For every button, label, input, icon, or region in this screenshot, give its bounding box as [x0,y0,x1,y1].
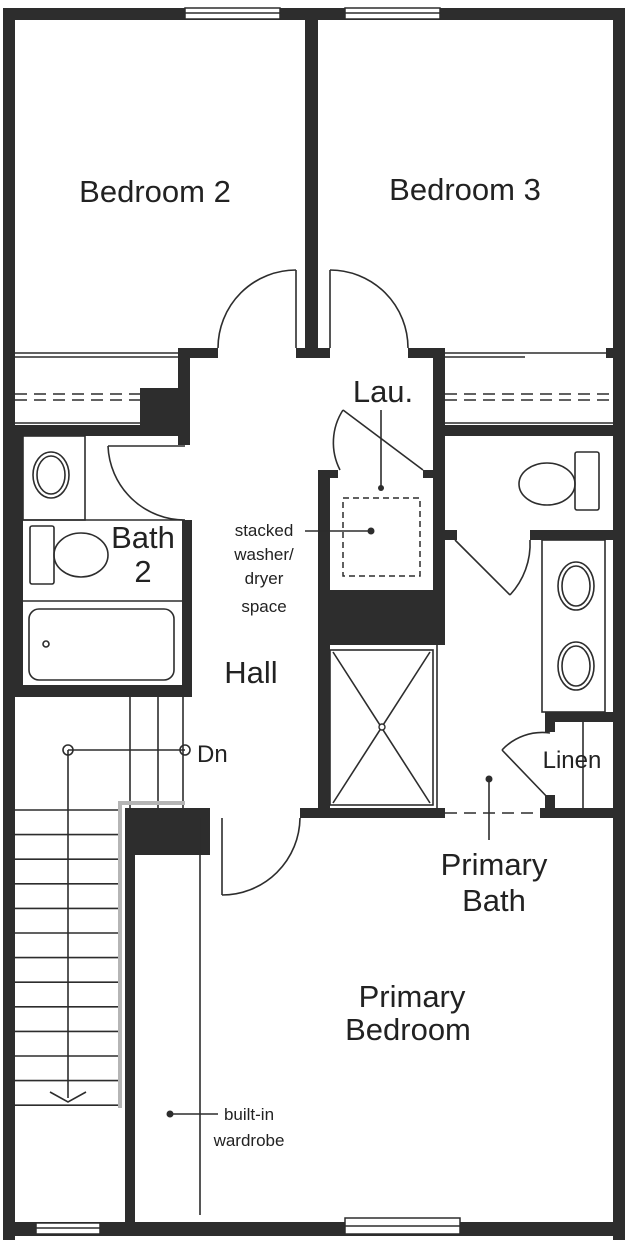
room-label-bedroom-3: Bedroom 3 [389,172,541,207]
room-label-hall: Hall [224,655,277,690]
wardrobe-note-2: wardrobe [213,1131,285,1150]
room-label-primary-bedroom: Primary [359,979,466,1014]
washer-note-4: space [241,597,286,616]
primary-bath-fixtures [485,451,606,840]
room-label-bath-2-number: 2 [134,554,151,589]
room-label-laundry: Lau. [353,374,413,409]
washer-note: stacked [235,521,294,540]
washer-note-2: washer/ [233,545,294,564]
room-label-bath-2: Bath [111,520,175,555]
wardrobe-note: built-in [224,1105,274,1124]
interior-walls [15,20,613,1225]
washer-note-3: dryer [245,569,284,588]
closets [15,352,613,424]
wardrobe [166,818,218,1215]
laundry-fixtures [305,410,438,808]
exterior-walls [3,8,625,1240]
room-label-primary-bedroom-2: Bedroom [345,1012,471,1047]
stairs-down-label: Dn [197,741,228,768]
staircase[interactable] [15,697,191,1108]
bath2-fixtures [22,435,182,681]
room-label-bedroom-2: Bedroom 2 [79,174,231,209]
room-label-primary-bath-2: Bath [462,883,526,918]
room-label-linen: Linen [543,747,602,774]
room-label-primary-bath: Primary [441,847,548,882]
doors [107,269,551,896]
windows [35,7,461,1235]
